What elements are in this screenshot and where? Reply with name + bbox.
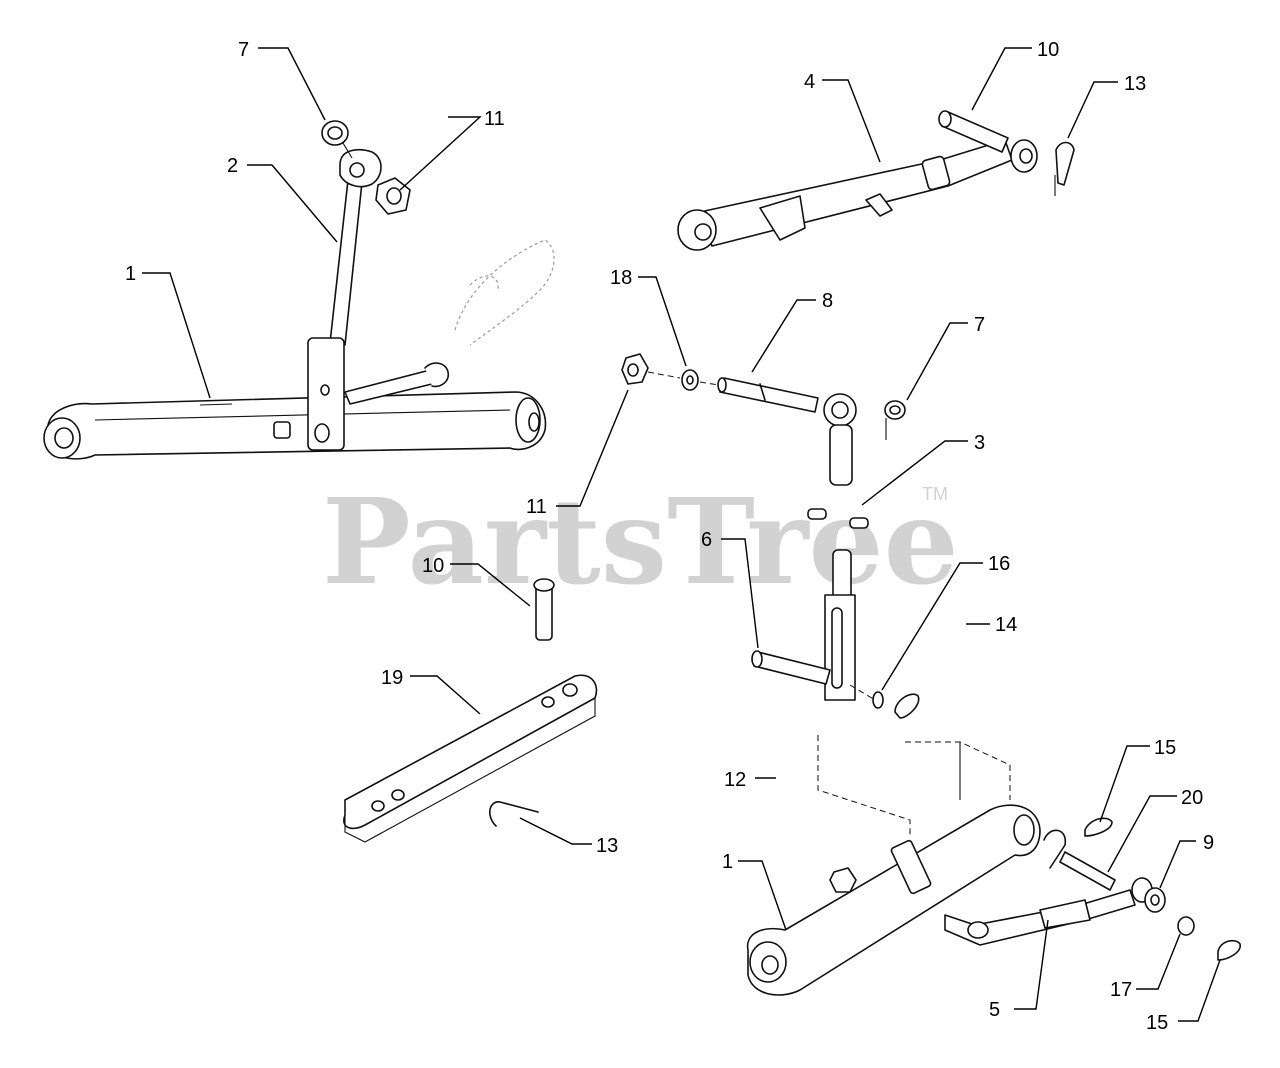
callout-6: 6 [701, 529, 712, 551]
callout-7-middle: 7 [974, 314, 985, 336]
part-lift-rod[interactable] [307, 149, 450, 451]
callout-13-top-right: 13 [1124, 73, 1146, 95]
part-pin-top-link-upper[interactable] [938, 110, 1009, 153]
part-bushing[interactable] [1131, 877, 1166, 913]
watermark: PartsTree TM [322, 472, 959, 611]
callout-15-lower: 15 [1146, 1012, 1168, 1034]
part-linch-pin-lower[interactable] [488, 801, 539, 827]
callout-13-lower: 13 [596, 835, 618, 857]
callout-17: 17 [1110, 979, 1132, 1001]
part-nut-upper[interactable] [375, 177, 411, 215]
callout-10-lower: 10 [422, 555, 444, 577]
part-washer-lower[interactable] [872, 691, 884, 709]
part-ring-pin-lower[interactable] [894, 693, 920, 719]
callout-2: 2 [227, 155, 238, 177]
part-washer-18[interactable] [681, 369, 699, 391]
callout-20: 20 [1181, 787, 1203, 809]
callout-15-upper: 15 [1154, 737, 1176, 759]
callout-5: 5 [989, 999, 1000, 1021]
callout-1-right: 1 [722, 851, 733, 873]
callout-16: 16 [988, 553, 1010, 575]
callout-12: 12 [724, 769, 746, 791]
callout-11-top-left: 11 [484, 108, 505, 130]
part-lower-link-right[interactable] [746, 804, 1041, 996]
part-top-link[interactable] [677, 139, 1038, 251]
part-lower-link-left[interactable] [43, 239, 555, 460]
callout-7-top-left: 7 [238, 39, 249, 61]
callouts: 7 11 2 1 4 10 13 18 8 7 11 3 6 10 16 14 … [125, 39, 1214, 1034]
callout-8: 8 [822, 290, 833, 312]
part-check-chain[interactable] [944, 889, 1136, 946]
part-lift-pin[interactable] [751, 650, 831, 685]
part-linch-pin-upper[interactable] [1054, 141, 1075, 197]
watermark-trademark: TM [922, 484, 948, 504]
callout-4: 4 [804, 71, 815, 93]
callout-18: 18 [610, 267, 632, 289]
part-lift-link-rod[interactable] [717, 377, 857, 701]
part-hair-pin-lower[interactable] [1217, 939, 1241, 961]
part-washer-17[interactable] [1177, 916, 1195, 936]
callout-14: 14 [995, 614, 1017, 636]
part-ring-pin-top[interactable] [321, 120, 353, 159]
part-drawbar[interactable] [343, 674, 598, 843]
part-hair-pin-upper[interactable] [1084, 817, 1113, 837]
callout-10-top-right: 10 [1037, 39, 1059, 61]
callout-11-middle: 11 [526, 496, 547, 518]
watermark-text: PartsTree [322, 472, 959, 611]
callout-19: 19 [381, 667, 403, 689]
part-check-chain-arm[interactable] [1043, 829, 1116, 891]
part-ring-pin-middle[interactable] [884, 400, 906, 440]
part-nut-middle[interactable] [621, 353, 649, 385]
callout-3: 3 [974, 432, 985, 454]
callout-1-left: 1 [125, 263, 136, 285]
part-pin-top-link-lower[interactable] [533, 578, 555, 641]
callout-9: 9 [1203, 832, 1214, 854]
part-rear-ball-pin[interactable] [807, 508, 869, 529]
leader-lines [142, 47, 1221, 1022]
